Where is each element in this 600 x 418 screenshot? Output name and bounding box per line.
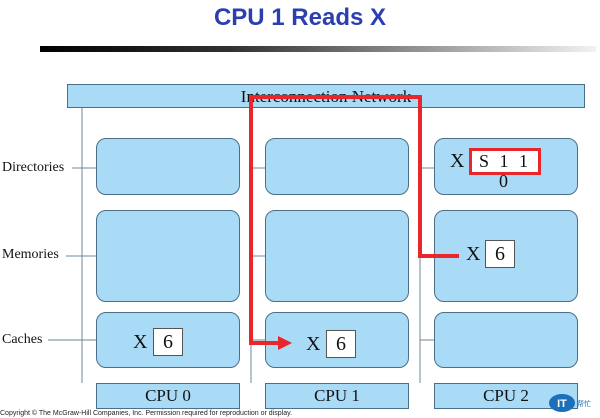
cache-cpu2 — [434, 312, 578, 368]
svg-text:IT: IT — [557, 398, 567, 410]
copyright-notice: Copyright © The McGraw-Hill Companies, I… — [0, 410, 293, 417]
memory-cpu1 — [265, 210, 409, 302]
memory-cpu2-value: 6 — [485, 240, 515, 268]
cache-cpu1-value: 6 — [326, 330, 356, 358]
memory-cpu0 — [96, 210, 240, 302]
directory-cpu2-state: S 1 1 0 — [469, 148, 541, 191]
slide-title: CPU 1 Reads X — [213, 4, 387, 31]
row-label-caches: Caches — [2, 332, 43, 347]
memory-cpu2-var: X — [466, 243, 481, 265]
cache-cpu0-var: X — [133, 331, 148, 353]
directory-cpu2-var: X — [450, 150, 465, 172]
row-label-directories: Directories — [2, 160, 65, 175]
publisher-logo: IT 帮忙 — [548, 393, 594, 413]
cpu1-box: CPU 1 — [265, 383, 409, 409]
title-rule — [40, 46, 596, 52]
cpu2-box: CPU 2 — [434, 383, 578, 409]
cache-cpu0-value: 6 — [153, 328, 183, 356]
cpu0-box: CPU 0 — [96, 383, 240, 409]
svg-text:帮忙: 帮忙 — [577, 399, 591, 408]
cache-cpu1-var: X — [306, 333, 321, 355]
row-label-memories: Memories — [2, 247, 59, 262]
directory-cpu1 — [265, 138, 409, 195]
directory-cpu0 — [96, 138, 240, 195]
